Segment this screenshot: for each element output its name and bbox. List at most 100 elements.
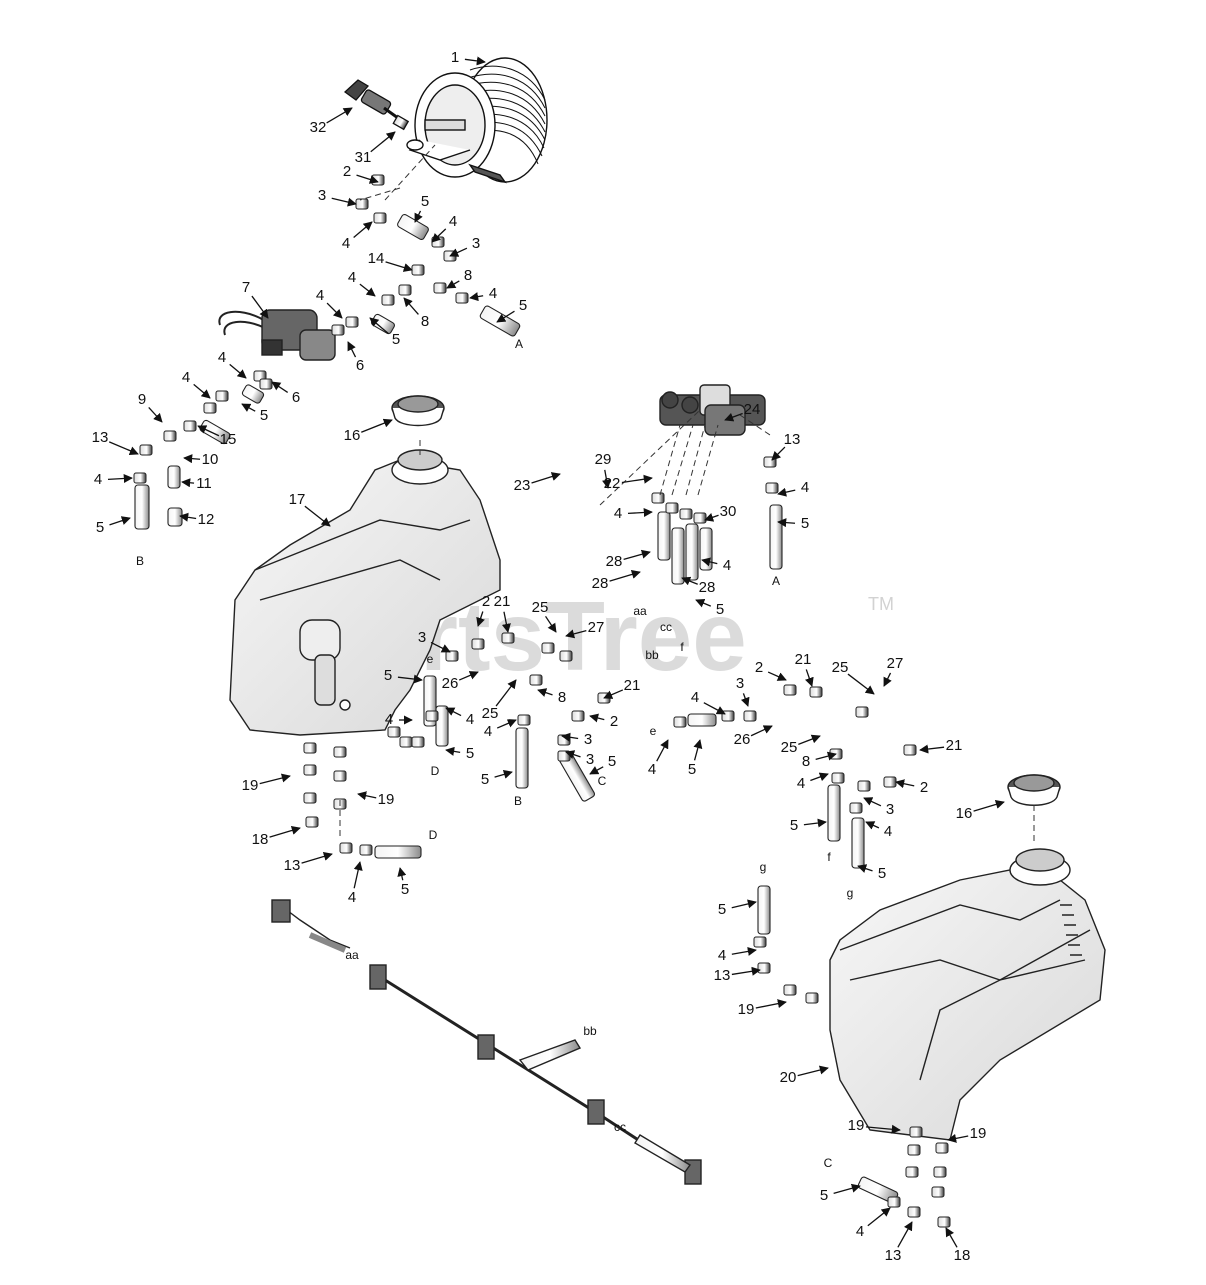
connection-letter-C: C: [824, 1156, 833, 1170]
hose-fitting: [303, 764, 317, 776]
hose-fitting: [907, 1144, 921, 1156]
callout-arrow: [193, 383, 211, 399]
callout-11: 11: [196, 475, 212, 492]
hose-fitting: [721, 710, 735, 722]
callout-arrow: [353, 221, 373, 239]
center-lines: [339, 144, 1035, 842]
callout-arrow: [777, 487, 796, 497]
connection-letter-C: C: [598, 774, 607, 788]
callout-arrow: [883, 672, 892, 687]
hose-tube: [134, 484, 150, 530]
callout-1: 1: [451, 49, 459, 66]
callout-8: 8: [558, 689, 566, 706]
hose-fitting: [805, 992, 819, 1004]
callout-5: 5: [716, 601, 724, 618]
hose-fitting: [679, 508, 693, 520]
callout-5: 5: [260, 407, 268, 424]
hose-fitting: [163, 430, 177, 442]
hose-fitting: [303, 792, 317, 804]
hose-fitting: [931, 1186, 945, 1198]
callout-arrow: [797, 1065, 829, 1077]
callout-arrow: [259, 773, 291, 785]
callout-28: 28: [606, 553, 623, 570]
hose-fitting: [381, 294, 395, 306]
callout-2: 2: [610, 713, 618, 730]
callout-20: 20: [780, 1069, 797, 1086]
callout-19: 19: [848, 1117, 865, 1134]
callout-13: 13: [714, 967, 731, 984]
callout-arrow: [148, 406, 163, 423]
callout-arrow: [197, 425, 220, 437]
callout-4: 4: [385, 711, 393, 728]
callout-15: 15: [220, 431, 237, 448]
hose-fitting: [433, 282, 447, 294]
callout-arrow: [847, 673, 875, 695]
callout-arrow: [777, 518, 796, 528]
callout-13: 13: [885, 1247, 902, 1264]
hose-fitting: [559, 650, 573, 662]
callout-leaders: [107, 56, 1005, 1248]
callout-arrow: [724, 412, 743, 422]
callout-2: 2: [920, 779, 928, 796]
hose-fitting: [665, 502, 679, 514]
connection-letter-cc: cc: [614, 1120, 626, 1134]
hose-fitting: [373, 212, 387, 224]
connection-letter-f: f: [827, 850, 831, 864]
callout-arrow: [947, 1133, 969, 1143]
callout-arrow: [704, 513, 719, 522]
callout-arrow: [589, 766, 604, 775]
callout-19: 19: [970, 1125, 987, 1142]
callout-arrow: [181, 478, 195, 488]
callout-arrow: [430, 641, 451, 653]
callout-arrow: [767, 671, 787, 681]
callout-arrow: [108, 441, 139, 456]
hose-fitting: [933, 1166, 947, 1178]
hose-tube: [199, 419, 231, 445]
hose-fitting: [831, 772, 845, 784]
connection-letter-B: B: [136, 554, 144, 568]
hose-fitting: [339, 842, 353, 854]
hose-fitting: [529, 674, 543, 686]
callout-16: 16: [956, 805, 973, 822]
callout-arrow: [496, 310, 515, 323]
callout-12: 12: [198, 511, 215, 528]
hose-fitting: [907, 1206, 921, 1218]
hose-fitting: [783, 984, 797, 996]
callout-arrow: [531, 472, 561, 484]
callout-28: 28: [699, 579, 716, 596]
callout-arrow: [731, 899, 757, 909]
hose-tube: [757, 885, 771, 935]
callout-arrow: [385, 261, 413, 272]
callout-4: 4: [484, 723, 492, 740]
callout-arrow: [945, 1227, 958, 1248]
callout-5: 5: [820, 1187, 828, 1204]
callout-arrow: [681, 576, 698, 586]
callout-arrow: [701, 557, 718, 567]
callout-arrow: [464, 56, 486, 66]
hose-fitting: [855, 706, 869, 718]
hose-fitting: [411, 264, 425, 276]
callout-8: 8: [421, 313, 429, 330]
callout-arrow: [179, 512, 197, 522]
hose-tube: [671, 527, 685, 585]
callout-5: 5: [421, 193, 429, 210]
callout-arrow: [731, 966, 761, 976]
callout-arrow: [494, 769, 513, 779]
callout-14: 14: [368, 250, 385, 267]
connection-letter-e: e: [650, 724, 657, 738]
hose-reel: [406, 57, 548, 184]
callout-arrow: [370, 131, 396, 153]
callout-25: 25: [532, 599, 549, 616]
watermark-trademark: TM: [868, 594, 894, 614]
hose-tube: [851, 817, 865, 869]
callout-4: 4: [342, 235, 350, 252]
hose-fitting: [651, 492, 665, 504]
hose-fitting: [571, 710, 585, 722]
callout-24: 24: [744, 401, 761, 418]
hose-fitting: [455, 292, 469, 304]
callout-arrow: [361, 418, 393, 433]
connection-letter-g: g: [847, 886, 854, 900]
callout-arrow: [561, 732, 579, 742]
hose-fitting: [673, 716, 687, 728]
